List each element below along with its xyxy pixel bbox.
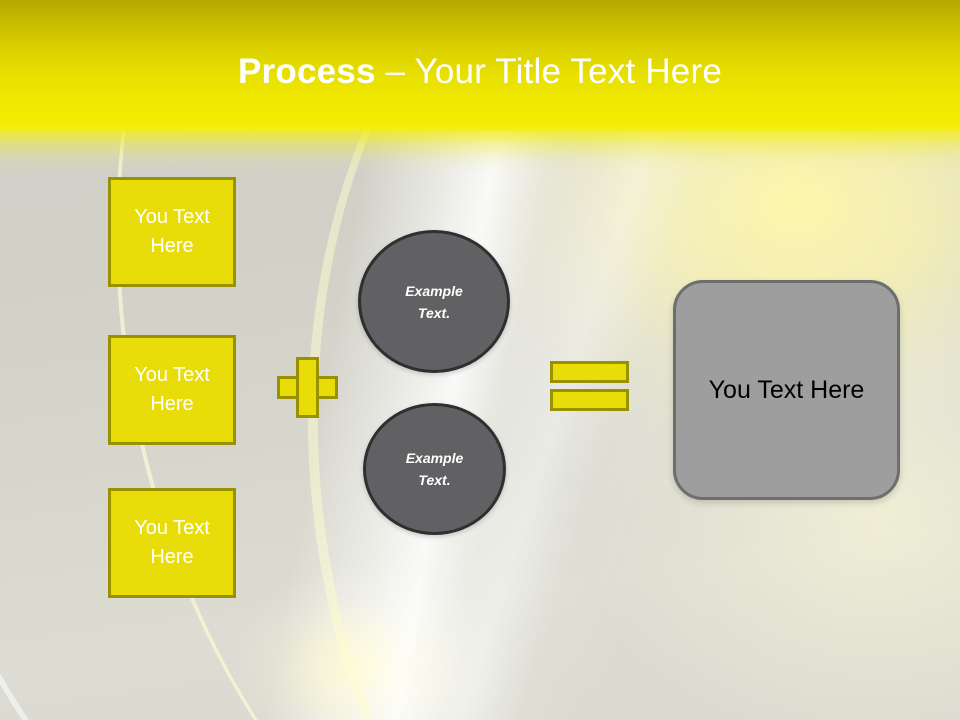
page-title: Process – Your Title Text Here: [0, 50, 960, 94]
input-box-2[interactable]: You Text Here: [108, 335, 236, 445]
input-box-2-label: You Text Here: [134, 364, 210, 415]
equals-icon-top-bar: [550, 361, 629, 383]
page-title-strong: Process: [238, 52, 376, 91]
input-box-1[interactable]: You Text Here: [108, 177, 236, 287]
result-box-label: You Text Here: [708, 376, 865, 404]
example-circle-2-line2: Text.: [418, 472, 451, 488]
input-box-1-label: You Text Here: [134, 206, 210, 257]
example-circle-2-line1: Example: [405, 450, 464, 466]
equals-icon-bottom-bar: [550, 389, 629, 411]
title-bar-fade: [0, 130, 960, 172]
example-circle-2[interactable]: Example Text.: [363, 403, 506, 535]
plus-icon: [277, 357, 338, 418]
example-circle-1-line2: Text.: [417, 304, 451, 321]
equals-icon: [550, 361, 629, 411]
example-circle-1-line1: Example: [405, 282, 463, 299]
title-bar: [0, 0, 960, 130]
input-box-3-label: You Text Here: [134, 517, 210, 568]
input-box-3[interactable]: You Text Here: [108, 488, 236, 598]
result-box[interactable]: You Text Here: [673, 280, 900, 500]
plus-icon-center-patch: [299, 379, 316, 396]
example-circle-1[interactable]: Example Text.: [358, 230, 510, 373]
page-title-rest: – Your Title Text Here: [375, 52, 722, 91]
